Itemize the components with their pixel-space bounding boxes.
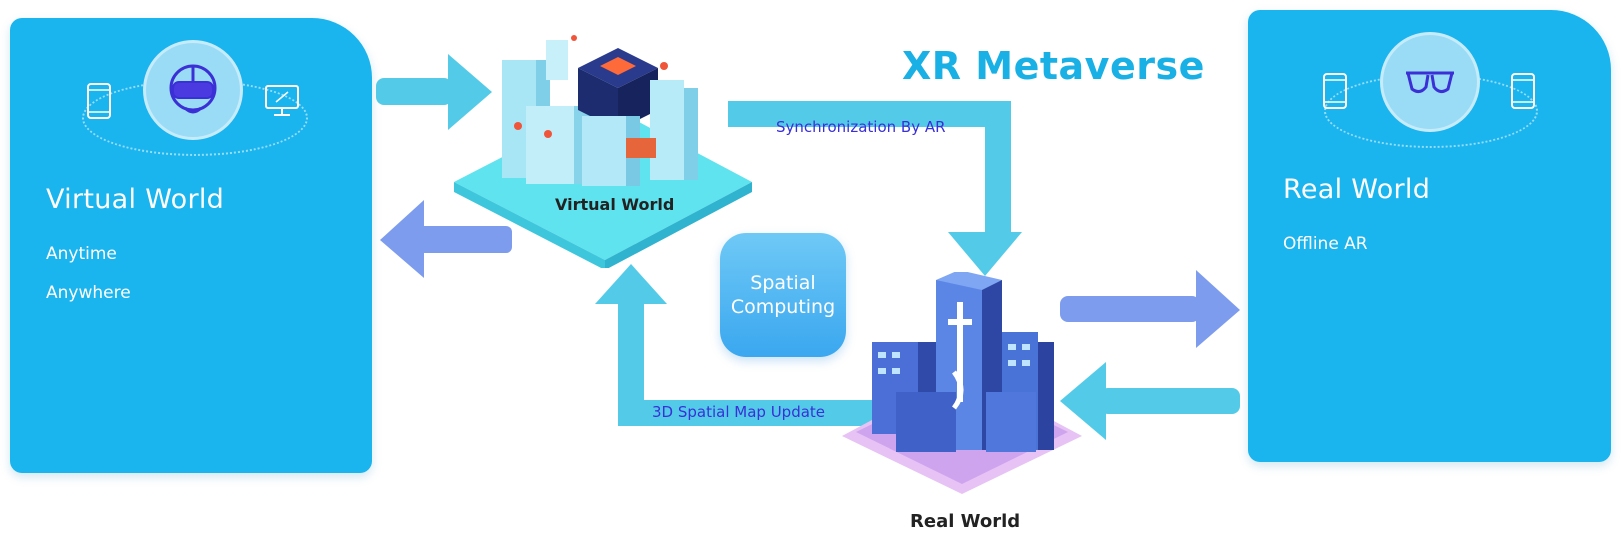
smartphone-icon: [87, 83, 111, 119]
arrow-to-virtual-scene: [376, 54, 492, 130]
virtual-world-scene: [454, 35, 752, 268]
ar-glasses-icon: [1406, 71, 1454, 94]
arrow-to-real-card: [1060, 270, 1240, 348]
arrow-to-real-scene: [1060, 362, 1240, 440]
monitor-icon: [265, 85, 299, 116]
spatial-computing-box: Spatial Computing: [720, 233, 846, 357]
glasses-halo: [1380, 32, 1480, 132]
headset-halo: [143, 40, 243, 140]
page-title: XR Metaverse: [902, 44, 1205, 88]
arrow-sync-path: [728, 101, 1022, 276]
card-item: Anytime: [46, 244, 117, 264]
smartphone-icon: [1511, 73, 1535, 109]
virtual-world-card: Virtual World Anytime Anywhere: [10, 18, 372, 473]
spatial-line-1: Spatial: [750, 272, 816, 294]
card-title: Virtual World: [46, 184, 225, 215]
card-item: Anywhere: [46, 283, 131, 303]
virtual-scene-label: Virtual World: [555, 195, 675, 214]
arrow-to-virtual-card: [380, 200, 512, 278]
real-world-scene: [842, 272, 1082, 494]
vr-headset-icon: [169, 64, 217, 114]
map-update-flow-label: 3D Spatial Map Update: [652, 403, 826, 421]
arrow-map-update-path: [595, 264, 880, 426]
real-world-card: Real World Offline AR: [1248, 10, 1611, 462]
card-item: Offline AR: [1283, 234, 1368, 254]
card-title: Real World: [1283, 174, 1431, 205]
smartphone-icon: [1323, 73, 1347, 109]
real-scene-label: Real World: [910, 511, 1021, 532]
spatial-line-2: Computing: [730, 296, 836, 318]
sync-flow-label: Synchronization By AR: [776, 118, 946, 136]
